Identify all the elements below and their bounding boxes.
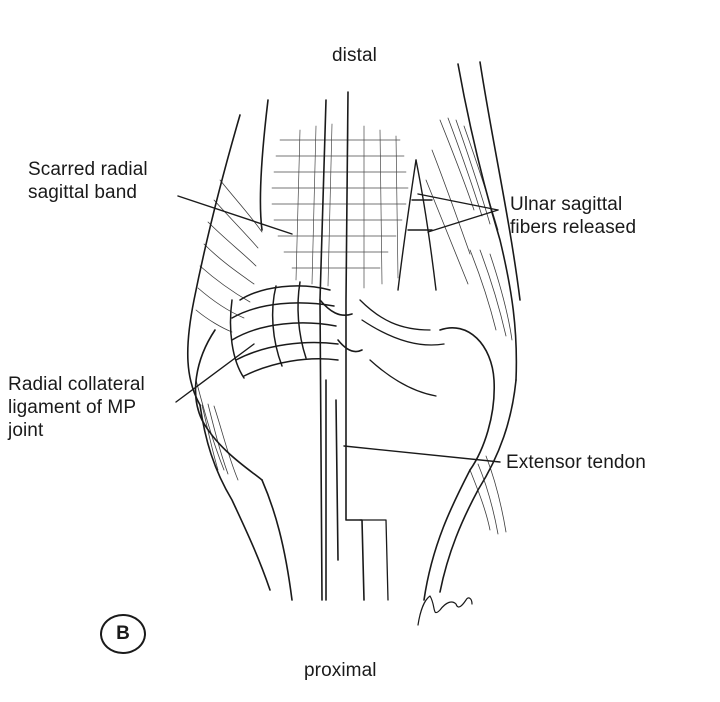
sagittal-band-hatch [271, 123, 409, 289]
pointer-ulnar-fibers-1 [417, 193, 499, 211]
released-ulnar-fibers [397, 159, 437, 291]
ulnar-fibers-label-line: Ulnar sagittal [510, 194, 623, 215]
radial-collateral-label-line: ligament of MP [8, 397, 137, 418]
extensor-tendon-label: Extensor tendon [506, 452, 646, 473]
scarred-band-label-line: Scarred radial [28, 159, 148, 180]
pointer-radial-collateral [175, 343, 255, 403]
scarred-band-label: Scarred radial sagittal band [28, 158, 148, 204]
panel-letter: B [116, 623, 130, 644]
collateral-ligament [229, 281, 339, 379]
artist-signature [417, 595, 473, 626]
radial-soft-tissue [195, 179, 263, 481]
metacarpal-head [194, 327, 495, 601]
radial-collateral-label: Radial collateral ligament of MP joint [8, 373, 145, 442]
extensor-tendon-shape [319, 91, 365, 601]
finger-outline [187, 61, 521, 593]
radial-collateral-label-line: joint [8, 420, 44, 441]
radial-collateral-label-line: Radial collateral [8, 374, 145, 395]
pointer-extensor-tendon [343, 445, 501, 463]
pointer-lines [175, 193, 501, 463]
ulnar-fibers-label: Ulnar sagittal fibers released [510, 193, 636, 239]
pointer-ulnar-fibers-2 [427, 209, 499, 233]
scarred-band-label-line: sagittal band [28, 182, 138, 203]
ulnar-fibers-label-line: fibers released [510, 217, 637, 238]
panel-letter-badge: B [100, 614, 146, 654]
orientation-proximal-label: proximal [304, 660, 377, 681]
orientation-distal-label: distal [332, 45, 377, 66]
pointer-scarred-band [177, 195, 293, 235]
joint-capsule [359, 299, 445, 601]
